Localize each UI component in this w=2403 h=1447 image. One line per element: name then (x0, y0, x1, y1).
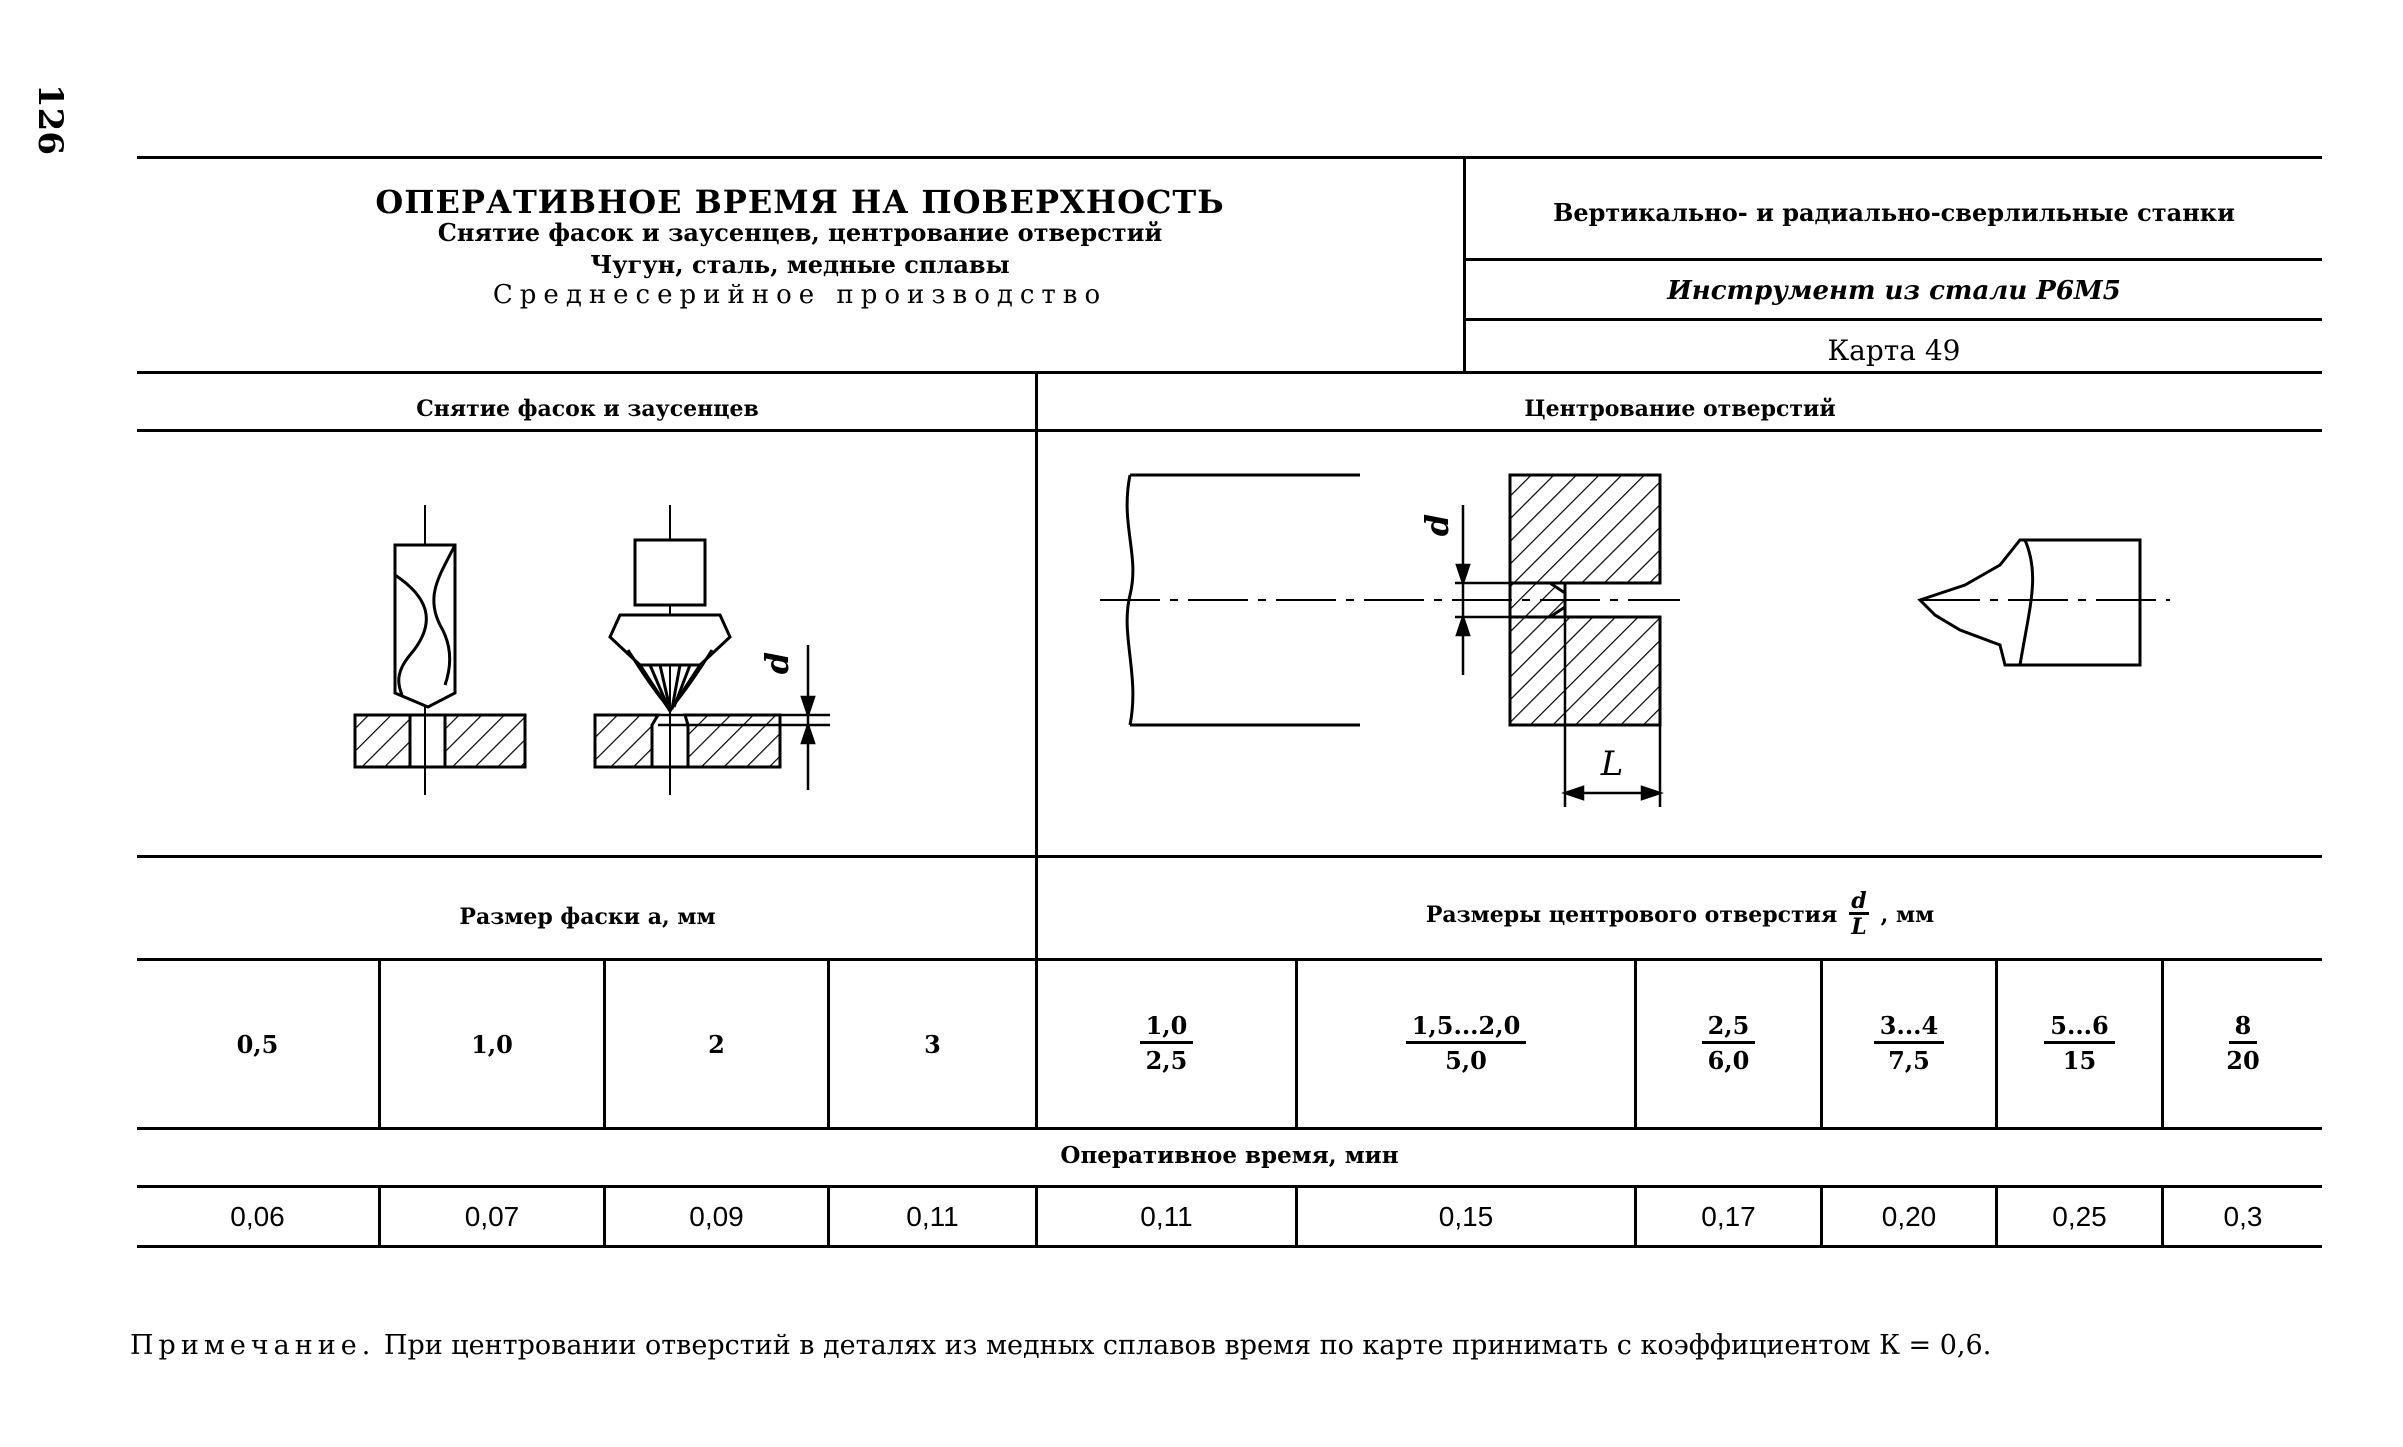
center-size-num: 3...4 (1873, 1011, 1945, 1044)
rule-figures-bottom (137, 855, 2322, 858)
vrule-header (1463, 156, 1466, 371)
time-cell: 0,09 (689, 1200, 744, 1232)
time-cell: 0,07 (464, 1200, 520, 1232)
rule-params-bottom (137, 958, 2322, 961)
rule-section-label (137, 429, 2322, 432)
vrule-time-8 (1995, 1185, 1998, 1245)
center-size-den: 6,0 (1707, 1045, 1750, 1075)
center-size-den: 20 (2226, 1045, 2260, 1075)
footnote-lead: Примечание. (130, 1330, 376, 1361)
vrule-size-7 (1820, 958, 1823, 1127)
rule-timelabel-bottom (137, 1185, 2322, 1188)
time-cell: 0,11 (1140, 1200, 1193, 1232)
drill-icon (393, 505, 457, 795)
header-subtitle-1: Снятие фасок и заусенцев, центрование от… (437, 218, 1163, 247)
centering-figure: d L (1100, 473, 2170, 807)
time-label: Оперативное время, мин (1060, 1142, 1399, 1169)
chamfer-d-label: d (758, 652, 796, 674)
center-size-num: 5...6 (2044, 1011, 2115, 1044)
header-machines: Вертикально- и радиально-сверлильные ста… (1553, 198, 2235, 227)
shaft-part (1125, 473, 1360, 727)
center-size-den: 2,5 (1145, 1045, 1188, 1075)
center-size-num: 1,5...2,0 (1405, 1011, 1527, 1044)
chamfer-size-cell: 3 (924, 1029, 941, 1059)
center-size-den: 15 (2062, 1045, 2097, 1075)
center-size-label-text: Размеры центрового отверстия (1425, 901, 1838, 928)
time-cell: 0,11 (906, 1200, 959, 1232)
vrule-time-6 (1634, 1185, 1637, 1245)
vrule-size-9 (2161, 958, 2164, 1127)
center-d-dimension (1455, 505, 1510, 675)
vrule-size-2 (603, 958, 606, 1127)
chamfer-size-cell: 1,0 (471, 1029, 513, 1059)
countersink-icon (608, 505, 732, 795)
center-size-label: Размеры центрового отверстия d L , мм (1038, 890, 2322, 939)
time-cell: 0,15 (1438, 1200, 1494, 1232)
rule-header-bottom (137, 371, 2322, 374)
center-L-dimension (1561, 617, 1664, 807)
rule-sizes-bottom (137, 1127, 2322, 1130)
chamfer-figure: d (353, 505, 830, 795)
time-cell: 0,06 (230, 1200, 285, 1232)
center-L-label: L (1600, 744, 1624, 784)
section-right-label: Центрование отверстий (1524, 396, 1836, 422)
vrule-time-3 (827, 1185, 830, 1245)
time-cell: 0,17 (1701, 1200, 1756, 1232)
vrule-time-5 (1295, 1185, 1298, 1245)
vrule-main (1035, 371, 1038, 1127)
center-size-den: 5,0 (1445, 1045, 1487, 1075)
center-size-num: 2,5 (1701, 1011, 1756, 1044)
vrule-size-6 (1634, 958, 1637, 1127)
footnote-text: При центровании отверстий в деталях из м… (375, 1330, 1992, 1361)
center-size-num: 1,0 (1139, 1011, 1194, 1044)
header-card: Карта 49 (1827, 334, 1961, 367)
hatched-end (1508, 473, 1662, 727)
vrule-size-3 (827, 958, 830, 1127)
footnote: Примечание. При центровании отверстий в … (130, 1326, 2320, 1366)
chamfer-size-cell: 2 (708, 1029, 725, 1059)
chamfer-size-label: Размер фаски а, мм (459, 904, 716, 930)
rule-top (137, 156, 2322, 159)
time-cell: 0,3 (2223, 1200, 2263, 1232)
center-d-label: d (1418, 514, 1456, 536)
vrule-size-1 (378, 958, 381, 1127)
time-cell: 0,20 (1881, 1200, 1937, 1232)
header-tool: Инструмент из стали Р6М5 (1667, 276, 2121, 306)
vrule-time-1 (378, 1185, 381, 1245)
plate-right (593, 713, 782, 769)
vrule-size-5 (1295, 958, 1298, 1127)
vrule-time-main (1035, 1185, 1038, 1245)
vrule-time-9 (2161, 1185, 2164, 1245)
chamfer-dimension (658, 645, 830, 790)
center-size-label-fraction: d L (1849, 888, 1869, 940)
time-cell: 0,25 (2052, 1200, 2107, 1232)
center-size-label-unit: , мм (1880, 901, 1935, 928)
section-left-label: Снятие фасок и заусенцев (416, 396, 759, 422)
header-production: Среднесерийное производство (492, 280, 1108, 310)
header-title: ОПЕРАТИВНОЕ ВРЕМЯ НА ПОВЕРХНОСТЬ (375, 183, 1225, 221)
rule-right-1 (1466, 258, 2322, 261)
rule-right-2 (1466, 318, 2322, 321)
chamfer-size-cell: 0,5 (236, 1029, 279, 1059)
center-size-num: 8 (2228, 1011, 2258, 1044)
rule-table-bottom (137, 1245, 2322, 1248)
vrule-time-2 (603, 1185, 606, 1245)
header-subtitle-2: Чугун, сталь, медные сплавы (590, 250, 1010, 279)
plate-left (353, 713, 527, 769)
page-number: 126 (30, 84, 70, 155)
center-drill-icon (1917, 538, 2170, 667)
center-size-den: 7,5 (1888, 1045, 1930, 1075)
vrule-time-7 (1820, 1185, 1823, 1245)
vrule-size-8 (1995, 958, 1998, 1127)
